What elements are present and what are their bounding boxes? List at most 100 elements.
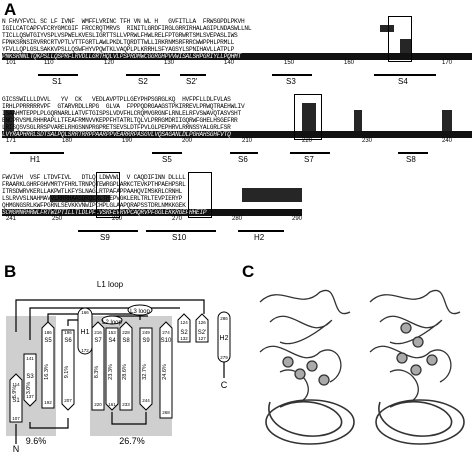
tick-label: 220: [302, 138, 313, 144]
consensus-line: LVYRAPHRRLSDTSALPQLSRRTRRPPAARPPVEARRRPA…: [2, 131, 472, 138]
percent-label: 8.3%: [94, 366, 100, 379]
ss-label: S1: [52, 77, 62, 86]
helix-label: H2: [220, 335, 229, 342]
tick-label: 200: [182, 138, 193, 144]
residue-number: 166: [81, 310, 89, 315]
atom-sphere: [294, 368, 306, 380]
helix-bar: [238, 230, 284, 232]
residue-number: 207: [64, 398, 72, 403]
tick-label: 170: [442, 60, 453, 66]
tick-label: 240: [442, 138, 453, 144]
tick-label: 171: [6, 138, 17, 144]
residue-number: 286: [220, 316, 228, 321]
tick-label: 290: [292, 216, 303, 222]
percent-label: 28.6%: [122, 364, 128, 380]
strand-arrow: [139, 327, 153, 411]
ss-label: S10: [172, 233, 187, 242]
sequence-line: FPNKSRNSIRVRRCRTVPTLVTTFGRTLAWLPKDLTQRDT…: [2, 39, 235, 46]
alignment-block-1: N FHVYFVCL SC LF IVNF WMFFLVRINC TFH VN …: [2, 16, 472, 86]
tick-label: 120: [104, 60, 115, 66]
strand-arrow: [61, 329, 75, 411]
percent-label: 23.3%: [108, 364, 114, 380]
residue-number: 161: [108, 402, 116, 407]
strand-label: S4: [108, 338, 116, 344]
residue-number: 274: [162, 330, 170, 335]
strand-arrow: [195, 313, 209, 343]
panel-letter-c: C: [242, 262, 255, 281]
l3-loop-label: L3 loop: [130, 309, 150, 315]
percent-label: 32.7%: [142, 364, 148, 380]
l2-loop-ellipse: [101, 315, 123, 325]
strand-arrow: [41, 321, 55, 409]
ss-label: H1: [30, 155, 41, 164]
tick-label: 270: [172, 216, 183, 222]
topology-svg: L1 loop L2 loop L3 loop H1 H2 S1 S3 S5 S…: [6, 280, 231, 454]
residue-number: 153: [108, 330, 116, 335]
residue-number: 228: [122, 330, 130, 335]
sequence-line: FWVIVH VSF LTDVFIVL DTLQ LDWVWL V CAQDIF…: [2, 174, 186, 181]
strand-arrow: [23, 353, 37, 407]
residue-ticks: 171 180 190 200 210 220 230 240: [2, 138, 472, 145]
strand-arrow: [91, 321, 105, 411]
residue-number: 114: [12, 382, 20, 387]
sequence-line: IGILCATCAPFVFCRYGMCGIF FRCCRQTMRVS RINIT…: [2, 25, 252, 32]
strand-arrow: [9, 373, 23, 423]
residue-number: 126: [198, 320, 206, 325]
residue-number: 192: [44, 400, 52, 405]
residue-number: 137: [26, 394, 34, 399]
alignment-block-3: FWVIVH VSF LTDVFIVL DTLQ LDWVWL V CAQDIF…: [2, 172, 472, 242]
l3-loop-ellipse: [127, 304, 153, 316]
atom-sphere: [282, 356, 294, 368]
c-terminus-label: C: [221, 380, 228, 390]
panel-b-topology-diagram: B L1 loop L2 loop L3 loop: [0, 262, 236, 454]
ss-label: S4: [398, 77, 408, 86]
tick-label: 280: [232, 216, 243, 222]
ss-label: S8: [406, 155, 416, 164]
tick-label: 160: [344, 60, 355, 66]
conserved-highlight: [400, 39, 412, 53]
n-terminus-label: N: [13, 444, 20, 454]
residue-number: 124: [180, 320, 188, 325]
helix-label: H1: [81, 329, 90, 336]
panel-c-structure-stereo: C: [240, 262, 474, 454]
ss-label: H2: [254, 233, 265, 242]
residue-number: 279: [220, 355, 228, 360]
percent-label: 5.9%: [12, 386, 18, 399]
tick-label: 190: [122, 138, 133, 144]
tick-label: 180: [62, 138, 73, 144]
strand-arrow: [105, 327, 119, 411]
strand-label: S5: [44, 338, 52, 344]
tick-label: 250: [52, 216, 63, 222]
ss-label: S6: [238, 155, 248, 164]
strand-label: S8: [122, 338, 130, 344]
strand-label: S9: [142, 338, 150, 344]
residue-number: 268: [162, 410, 170, 415]
conserved-highlight: [380, 25, 394, 32]
ss-label: S2': [186, 77, 198, 86]
atom-sphere: [410, 364, 422, 376]
panel-letter-b: B: [4, 262, 17, 281]
helix-cylinder: [217, 311, 231, 363]
conserved-highlight: [242, 188, 302, 202]
strand-label: S10: [161, 338, 172, 344]
tick-label: 101: [6, 60, 17, 66]
motif-box: [294, 94, 322, 140]
residue-number: 141: [26, 356, 34, 361]
strand-bar: [126, 74, 160, 76]
sequence-line: IRHLPPRRRRRVPF GTARVRDLLRPG GLVA FPPPQDR…: [2, 103, 245, 110]
atom-sphere: [412, 336, 424, 348]
panel-a-sequence-alignment: A N FHVYFVCL SC LF IVNF WMFFLVRINC TFH V…: [2, 0, 472, 242]
tick-label: 210: [242, 138, 253, 144]
tick-label: 150: [284, 60, 295, 66]
consensus-line: SCMGMNRHRWLFRTWIPTILLTLDLPFLVSRFEVRVPCAQ…: [2, 209, 302, 216]
strand-arrow: [177, 313, 191, 343]
tick-label: 241: [6, 216, 17, 222]
residue-number: 244: [142, 398, 150, 403]
l1-loop-label: L1 loop: [97, 280, 124, 289]
motif-box: [188, 172, 212, 218]
tick-label: 140: [224, 60, 235, 66]
group-percent-label: 26.7%: [119, 436, 145, 446]
sequence-line: LRISQSVSGLRRSPVARELRHGSNNPRGPRETSEVSLDTF…: [2, 124, 231, 131]
conserved-highlight: [50, 195, 110, 202]
residue-number: 132: [180, 336, 188, 341]
